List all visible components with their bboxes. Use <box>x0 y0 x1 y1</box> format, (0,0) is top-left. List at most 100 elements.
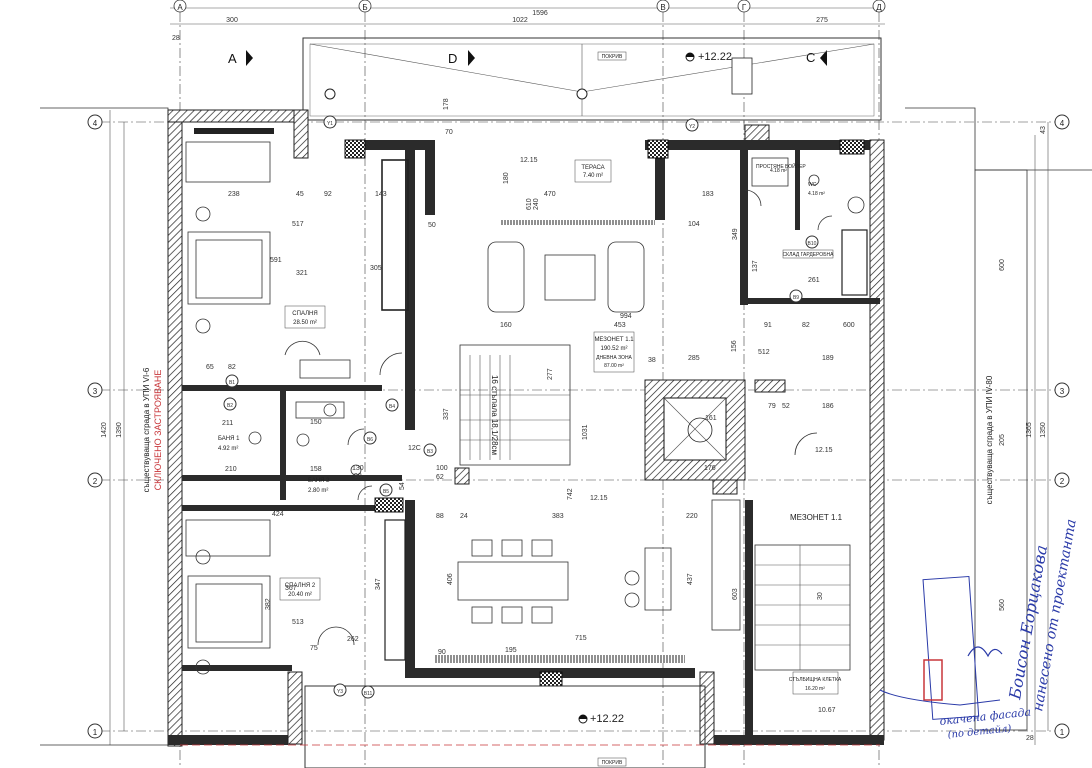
room-storage-name: СКЛАД ГАРДЕРОБНА <box>783 252 835 258</box>
room-bedroom2-area: 20.40 m² <box>288 592 312 598</box>
stairs-stairwell <box>754 544 851 671</box>
right-dims: съществуваща сграда в УПИ IV-80 600 205 … <box>905 107 1092 745</box>
bath-fixtures <box>248 157 865 476</box>
svg-text:994: 994 <box>620 313 632 320</box>
room-bath2-area: 2.80 m² <box>308 488 328 494</box>
svg-text:130: 130 <box>352 465 364 472</box>
svg-text:180: 180 <box>503 172 510 184</box>
svg-text:437: 437 <box>687 573 694 585</box>
svg-text:470: 470 <box>544 191 556 198</box>
room-mezz-name: МЕЗОНЕТ 1.1 <box>594 337 634 343</box>
room-mezz-sub: ДНЕВНА ЗОНА <box>596 355 632 361</box>
dim-right-top: 600 <box>999 259 1006 271</box>
svg-text:337: 337 <box>443 408 450 420</box>
svg-text:B11: B11 <box>364 691 373 697</box>
glued-build-label: СКЛЮЧЕНО ЗАСТРОЯВАНЕ <box>153 370 163 491</box>
svg-text:210: 210 <box>225 466 237 473</box>
bedroom2-furniture <box>185 519 355 675</box>
svg-text:382: 382 <box>265 598 272 610</box>
axis-label-d: Д <box>876 3 882 12</box>
section-d: D <box>448 51 457 66</box>
dim-right-edge: 28 <box>1026 735 1034 742</box>
svg-text:12С: 12С <box>408 445 421 452</box>
doors <box>347 189 833 501</box>
dim-right-outer: 1365 <box>1026 422 1033 438</box>
svg-text:98: 98 <box>354 473 362 480</box>
svg-text:517: 517 <box>292 221 304 228</box>
svg-text:424: 424 <box>272 511 284 518</box>
svg-text:156: 156 <box>731 340 738 352</box>
dim-edge-top: 28 <box>172 35 180 42</box>
room-bath1-name: БАНЯ 1 <box>218 436 240 442</box>
svg-text:262: 262 <box>347 636 359 643</box>
svg-text:189: 189 <box>822 355 834 362</box>
svg-text:238: 238 <box>228 191 240 198</box>
roof-top: ПОКРИВ +12.22 <box>302 37 882 121</box>
svg-text:178: 178 <box>443 98 450 110</box>
dim-left-outer: 1420 <box>101 422 108 438</box>
svg-text:603: 603 <box>732 588 739 600</box>
dim-right-corner: 43 <box>1040 126 1047 134</box>
dim-a-b: 300 <box>226 17 238 24</box>
svg-text:52: 52 <box>782 403 790 410</box>
svg-text:Y3: Y3 <box>337 689 343 695</box>
neighbor-right-label: съществуваща сграда в УПИ IV-80 <box>985 375 994 504</box>
svg-text:453: 453 <box>614 322 626 329</box>
svg-text:B9: B9 <box>793 295 799 301</box>
signature-scribble <box>967 646 1003 658</box>
room-wc-area: 4.18 m² <box>808 191 825 197</box>
neighbor-left-label: съществуваща сграда в УПИ VI-6 <box>142 367 151 492</box>
svg-text:715: 715 <box>575 635 587 642</box>
room-bath2-name: БАНЯ 2 <box>308 478 330 484</box>
roof-top-label: ПОКРИВ <box>602 54 623 60</box>
svg-text:88: 88 <box>436 513 444 520</box>
left-dims: 1420 1390 съществуваща сграда в УПИ VI-6… <box>101 110 163 745</box>
room-bath1-area: 4.92 m² <box>218 446 238 452</box>
svg-text:100: 100 <box>436 465 448 472</box>
room-bedroom1-area: 28.50 m² <box>293 320 317 326</box>
annotation-facade: окачена фасада <box>939 705 1032 728</box>
svg-text:B6: B6 <box>367 437 373 443</box>
svg-text:70: 70 <box>445 129 453 136</box>
svg-text:285: 285 <box>688 355 700 362</box>
dim-right-low: 560 <box>999 599 1006 611</box>
axis-3-right: 3 <box>1060 387 1065 396</box>
dimension-numbers: 238 45 92 143 517 321 305 591 65 82 150 … <box>206 98 855 656</box>
svg-text:91: 91 <box>764 322 772 329</box>
axis-1-left: 1 <box>93 728 98 737</box>
level-right: 12.15 <box>815 447 833 454</box>
stair-text: 16 стъпала 18,1/28см <box>490 375 499 455</box>
room-terrace-name: ТЕРАСА <box>581 165 604 171</box>
room-mezz-sub-area: 87.00 m² <box>604 363 624 369</box>
closets <box>194 128 868 661</box>
dim-left-inner: 1390 <box>116 422 123 438</box>
level-bottom: +12.22 <box>590 713 624 725</box>
axis-4-left: 4 <box>93 119 98 128</box>
svg-text:50: 50 <box>428 222 436 229</box>
svg-text:195: 195 <box>505 647 517 654</box>
svg-text:62: 62 <box>436 474 444 481</box>
svg-text:347: 347 <box>375 578 382 590</box>
svg-text:75: 75 <box>310 645 318 652</box>
svg-text:158: 158 <box>310 466 322 473</box>
svg-text:143: 143 <box>375 191 387 198</box>
svg-text:176: 176 <box>704 465 716 472</box>
axis-3-left: 3 <box>93 387 98 396</box>
svg-text:B5: B5 <box>383 489 389 495</box>
svg-text:321: 321 <box>296 270 308 277</box>
room-bedroom2-name: СПАЛНЯ 2 <box>285 583 316 589</box>
svg-text:261: 261 <box>808 277 820 284</box>
room-terrace-area: 7.40 m² <box>583 173 603 179</box>
room-bedroom1-name: СПАЛНЯ <box>292 311 317 317</box>
svg-text:Y1: Y1 <box>327 121 333 127</box>
svg-text:30: 30 <box>817 592 824 600</box>
svg-text:104: 104 <box>688 221 700 228</box>
dim-total-width: 1596 <box>532 10 548 17</box>
svg-text:38: 38 <box>648 357 656 364</box>
svg-text:B10: B10 <box>808 241 817 247</box>
svg-text:92: 92 <box>324 191 332 198</box>
room-mezz-area: 190.52 m² <box>600 346 627 352</box>
room-wc-name: WC <box>808 182 817 188</box>
svg-text:160: 160 <box>500 322 512 329</box>
top-axis: А Б В Г Д 1596 300 1022 275 28 <box>170 0 886 42</box>
